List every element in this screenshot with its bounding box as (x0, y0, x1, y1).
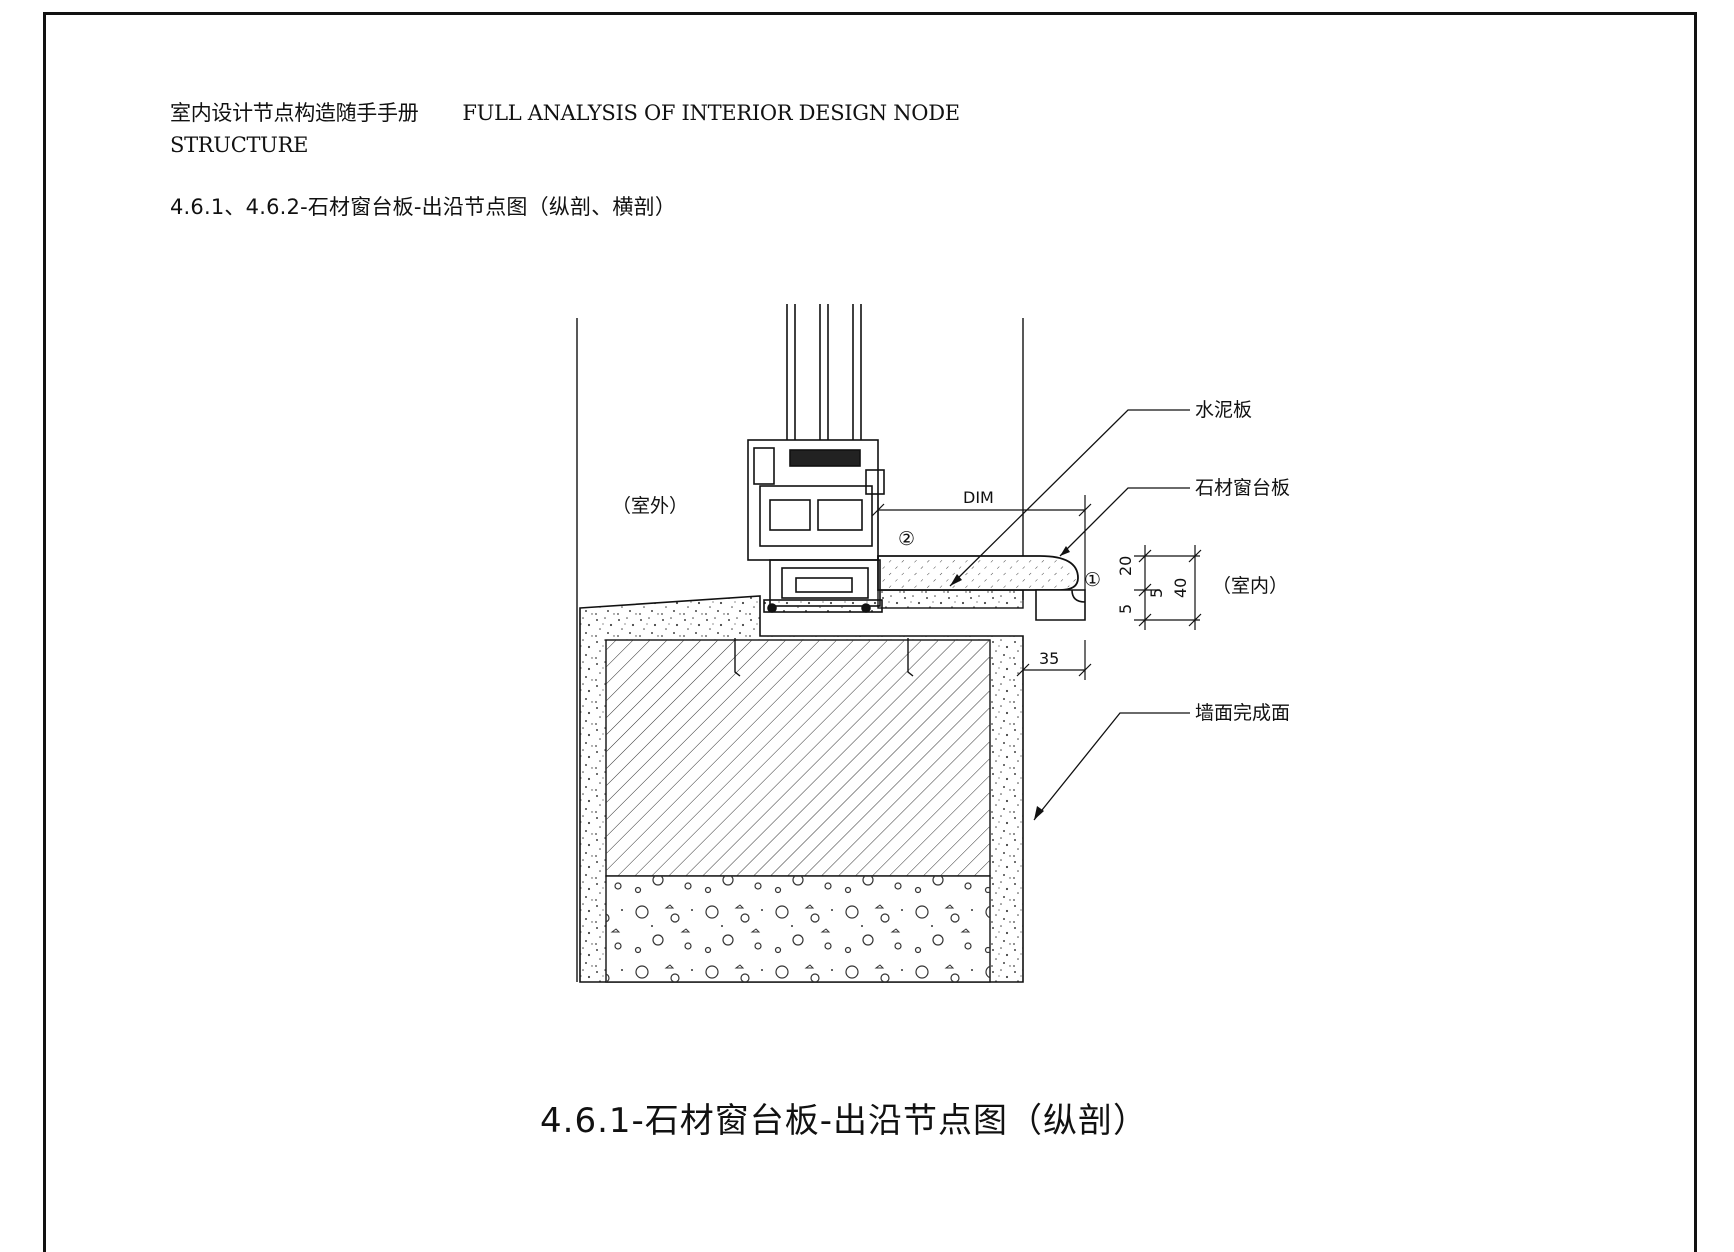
dim-text-40: 40 (1171, 578, 1190, 598)
dim-text-5-a: 5 (1147, 588, 1166, 598)
label-stone-sill: 石材窗台板 (1195, 477, 1290, 499)
dim-text-35: 35 (1039, 649, 1059, 668)
drawing-frame (43, 12, 1697, 1252)
label-inside: （室内） (1212, 575, 1288, 597)
dim-text-dim: DIM (963, 488, 994, 507)
section-subtitle: 4.6.1、4.6.2-石材窗台板-出沿节点图（纵剖、横剖） (170, 195, 677, 219)
dim-text-5-b: 5 (1116, 604, 1135, 614)
cement-board (877, 589, 1024, 609)
anchor-bolts (734, 638, 914, 677)
window-frame (747, 304, 885, 613)
label-cement-board: 水泥板 (1195, 399, 1252, 421)
marker-2: ② (898, 528, 915, 550)
leader-arrowheads (950, 546, 1070, 820)
label-outside: （室外） (612, 495, 688, 517)
sill-drip-edge (1035, 589, 1086, 621)
marker-1: ① (1084, 569, 1101, 591)
header-title-en: FULL ANALYSIS OF INTERIOR DESIGN NODE ST… (170, 101, 960, 157)
wall-lines (576, 318, 1024, 982)
dim-text-20: 20 (1116, 556, 1135, 576)
label-wall-finish: 墙面完成面 (1195, 702, 1290, 724)
header-title-cn: 室内设计节点构造随手手册 (170, 101, 419, 125)
leader-lines (949, 409, 1190, 821)
dimension-lines (871, 495, 1202, 680)
drawing-caption: 4.6.1-石材窗台板-出沿节点图（纵剖） (540, 1101, 1149, 1141)
